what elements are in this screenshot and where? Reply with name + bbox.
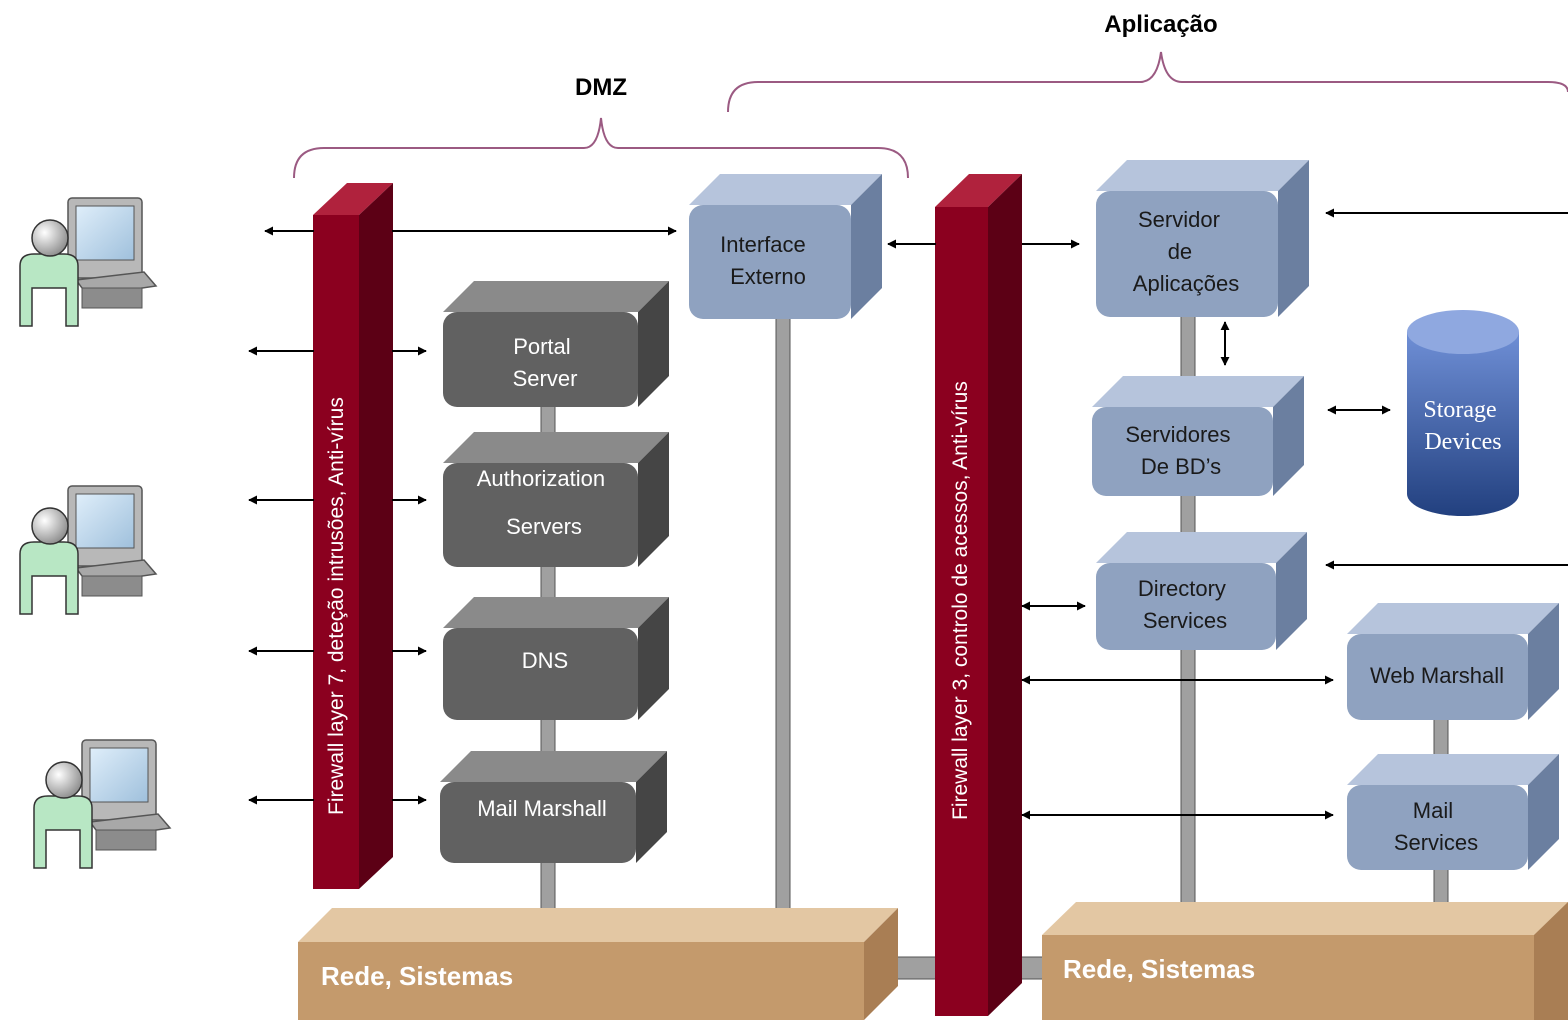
mail-services	[1347, 754, 1559, 870]
dns-server	[443, 597, 669, 720]
mail-services-label: Mail Services	[1394, 798, 1478, 855]
user-workstation-icon	[33, 739, 172, 869]
directory-services-label: Directory Services	[1138, 576, 1232, 633]
portal-server	[443, 281, 669, 407]
firewall-layer3-label: Firewall layer 3, controlo de acessos, A…	[949, 381, 972, 820]
storage-devices-label: Storage Devices	[1423, 397, 1502, 455]
mail-marshall	[440, 751, 667, 863]
servidores-bd-label: Servidores De BD’s	[1125, 422, 1236, 479]
connection-arrows	[248, 208, 1568, 820]
aplicacao-label: Aplicação	[1104, 11, 1217, 38]
web-marshall	[1347, 603, 1559, 720]
firewall-layer3	[935, 174, 1022, 1016]
user-workstation-icon	[19, 485, 158, 615]
interface-externo-label: Interface Externo	[720, 232, 812, 289]
network-bar-left	[298, 908, 898, 1020]
network-label-left: Rede, Sistemas	[321, 961, 513, 991]
firewall-layer7	[313, 183, 393, 889]
dmz-label: DMZ	[575, 74, 627, 101]
interface-externo	[689, 174, 882, 319]
storage-devices-cylinder	[1407, 310, 1519, 516]
network-label-right: Rede, Sistemas	[1063, 954, 1255, 984]
web-marshall-label: Web Marshall	[1370, 663, 1504, 688]
servidor-aplicacoes-label: Servidor de Aplicações	[1133, 207, 1239, 296]
servidor-aplicacoes	[1096, 160, 1309, 317]
interface-pole	[775, 314, 791, 921]
user-workstation-icon	[19, 197, 158, 327]
authorization-servers-label: Authorization Servers	[477, 466, 612, 539]
authorization-servers	[443, 432, 669, 567]
network-bar-right	[1042, 902, 1568, 1020]
directory-services	[1096, 532, 1307, 650]
dns-label: DNS	[522, 648, 568, 673]
servidores-bd	[1092, 376, 1304, 496]
firewall-layer7-label: Firewall layer 7, deteção intrusões, Ant…	[325, 397, 348, 815]
mail-marshall-label: Mail Marshall	[477, 796, 607, 821]
dmz-brace	[293, 117, 909, 179]
aplicacao-brace	[727, 51, 1568, 113]
portal-server-label: Portal Server	[513, 334, 578, 391]
